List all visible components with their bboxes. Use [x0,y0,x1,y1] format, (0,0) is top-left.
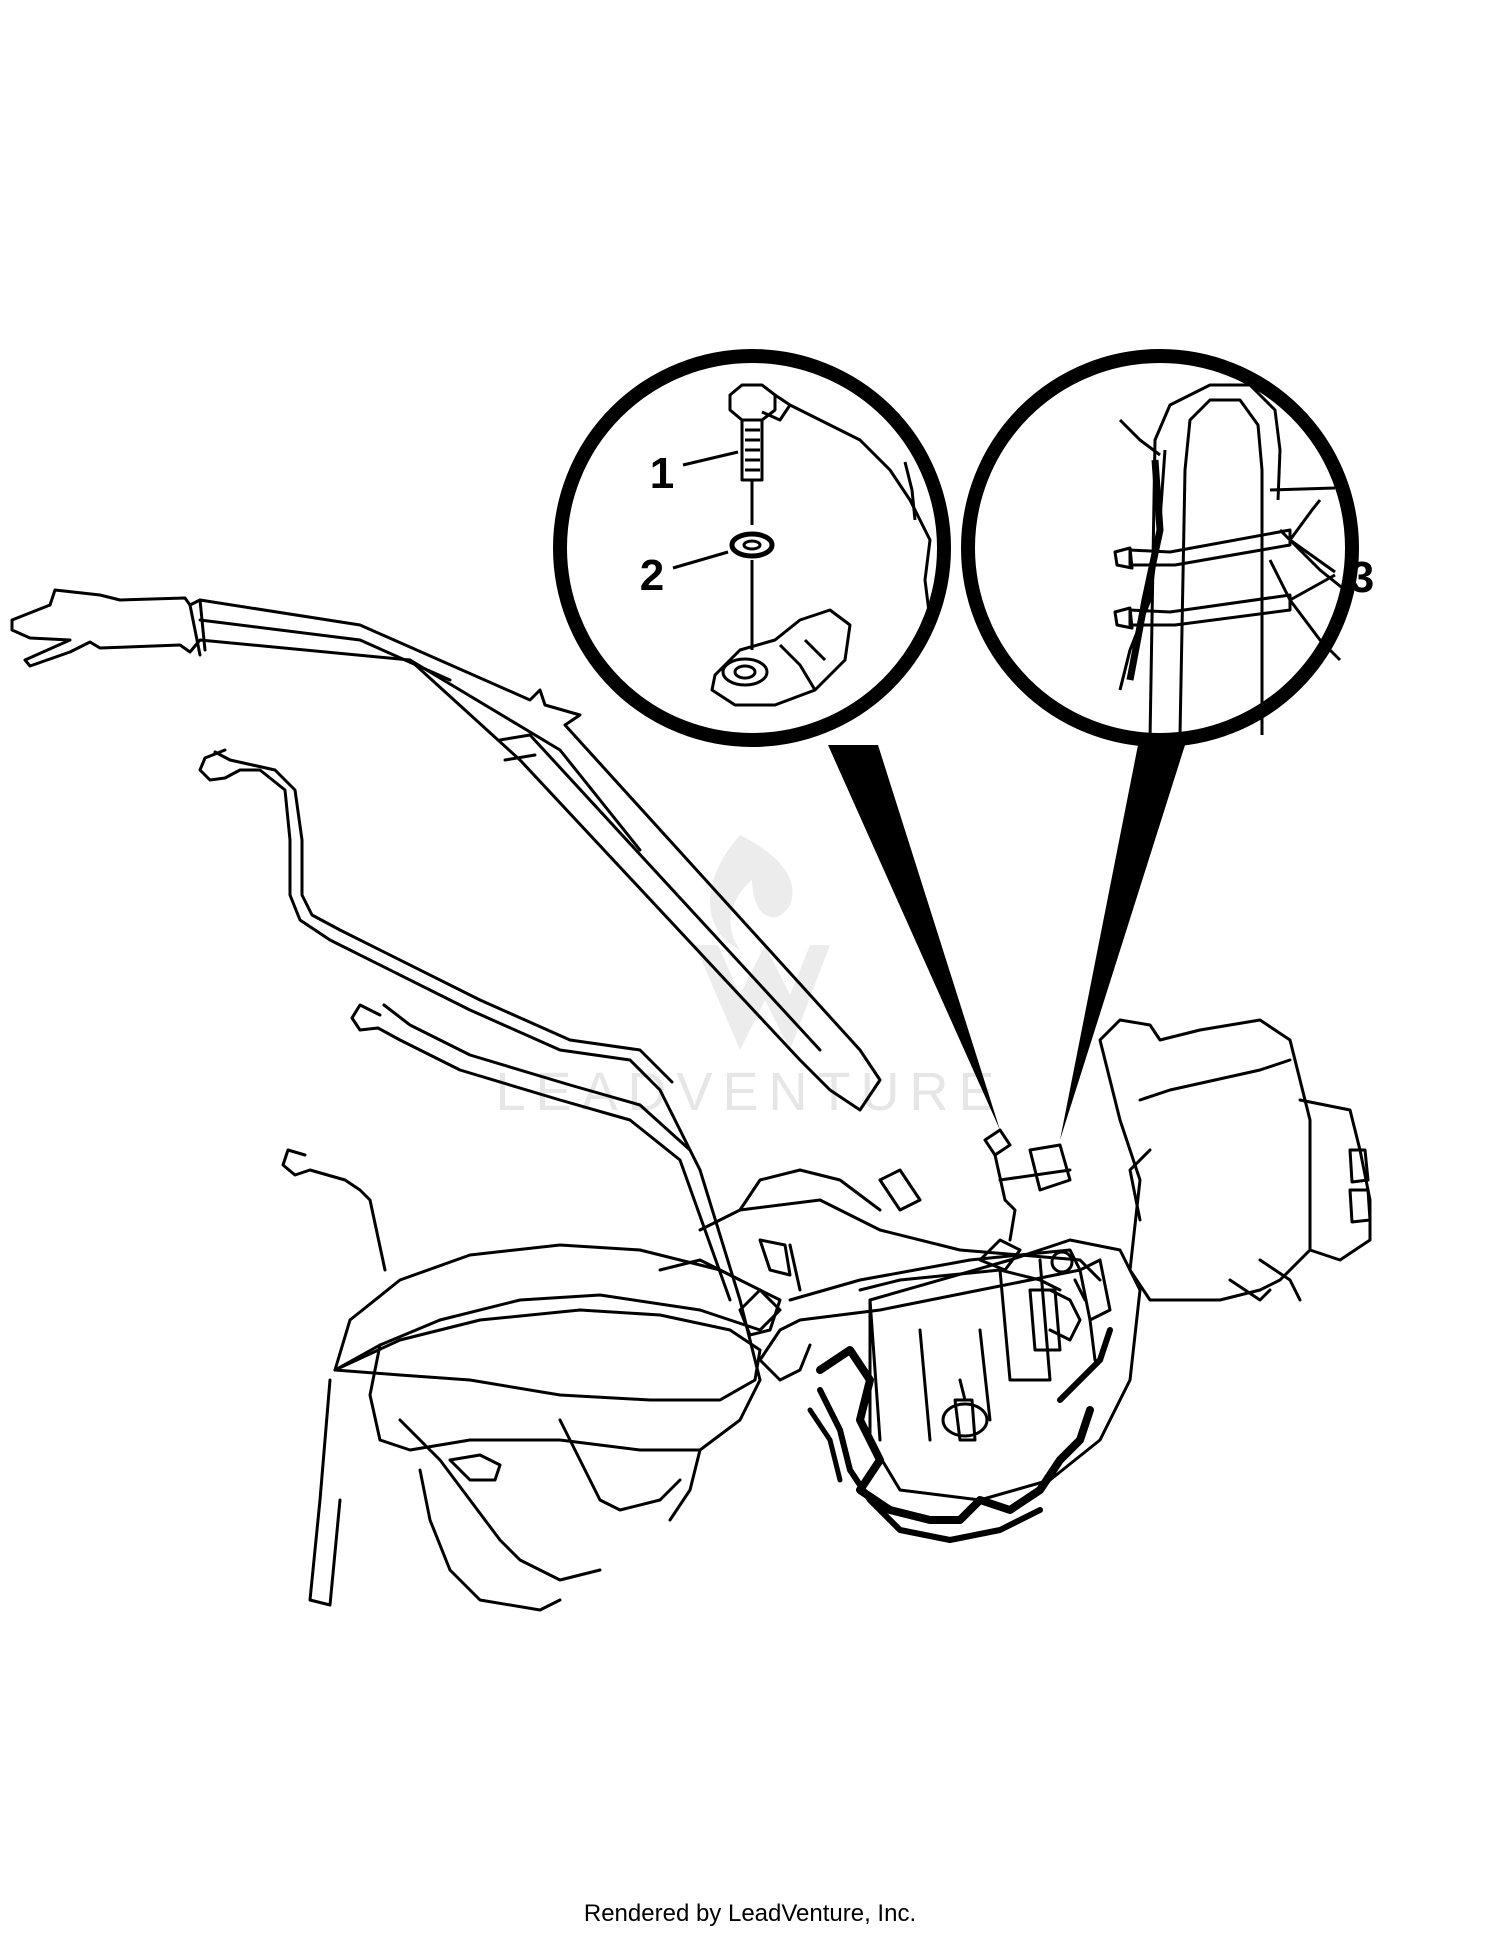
footer-credit: Rendered by LeadVenture, Inc. [583,1900,917,1927]
handle-tube [1178,398,1264,736]
clamp-bracket-icon [710,608,852,707]
callout-3: 3 [1350,553,1374,602]
watermark-text: LEADVENTURE [495,1062,1004,1122]
washer-icon [729,531,775,559]
frame [658,1168,1102,1382]
handlebar [10,588,882,1112]
control-cables [198,748,762,1382]
cable-tie-lower-icon [1128,593,1292,627]
callout-2: 2 [640,551,664,600]
tines [807,1327,1113,1543]
transmission [868,1238,1142,1502]
lv-logo-icon [695,945,830,1050]
detail-circle-bolt: 1 2 [553,349,951,747]
detail-leaders [828,745,1185,1140]
flame-logo-icon [710,835,793,950]
cable-tie-upper-icon [1128,528,1292,567]
cable-clamp-point [983,1128,1072,1242]
detail-circle-cable-ties: 3 [961,349,1374,747]
watermark: LEADVENTURE [495,835,1004,1122]
tine-shield [308,1243,782,1612]
callout-1: 1 [650,449,674,498]
engine [1098,1018,1372,1302]
